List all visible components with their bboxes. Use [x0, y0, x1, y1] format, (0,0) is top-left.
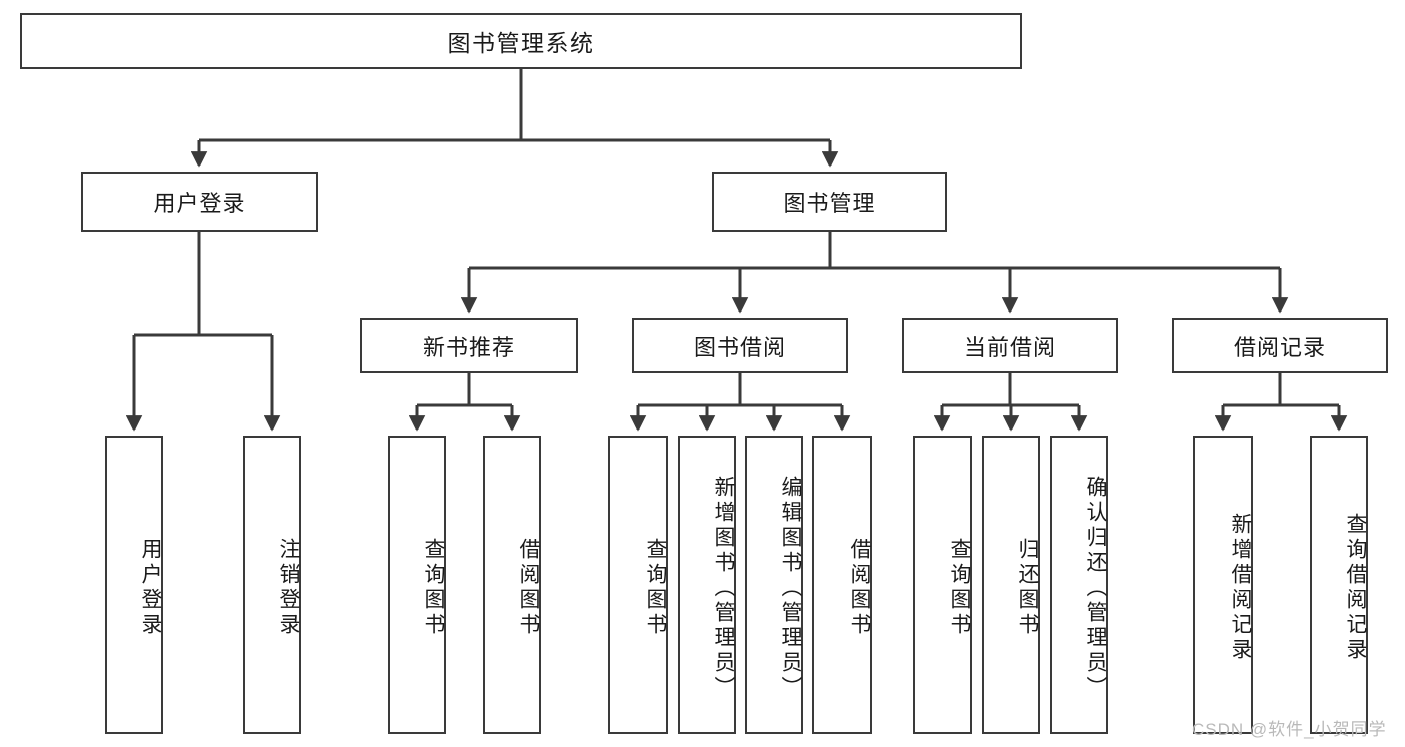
leaf-borrow-book-new[interactable]: 借阅图书: [483, 436, 541, 734]
leaf-query-borrow-record[interactable]: 查询借阅记录: [1310, 436, 1368, 734]
node-book-borrow[interactable]: 图书借阅: [632, 318, 848, 373]
leaf-user-logout[interactable]: 注销登录: [243, 436, 301, 734]
node-book-management[interactable]: 图书管理: [712, 172, 947, 232]
leaf-confirm-return-admin[interactable]: 确认归还（管理员）: [1050, 436, 1108, 734]
leaf-query-book-new[interactable]: 查询图书: [388, 436, 446, 734]
node-borrow-records[interactable]: 借阅记录: [1172, 318, 1388, 373]
leaf-query-book-current[interactable]: 查询图书: [913, 436, 972, 734]
node-user-login[interactable]: 用户登录: [81, 172, 318, 232]
leaf-add-book-admin[interactable]: 新增图书（管理员）: [678, 436, 736, 734]
leaf-edit-book-admin[interactable]: 编辑图书（管理员）: [745, 436, 803, 734]
leaf-return-book[interactable]: 归还图书: [982, 436, 1040, 734]
node-root[interactable]: 图书管理系统: [20, 13, 1022, 69]
leaf-user-login[interactable]: 用户登录: [105, 436, 163, 734]
leaf-query-book-borrow[interactable]: 查询图书: [608, 436, 668, 734]
leaf-add-borrow-record[interactable]: 新增借阅记录: [1193, 436, 1253, 734]
node-current-borrow[interactable]: 当前借阅: [902, 318, 1118, 373]
node-new-book-recommend[interactable]: 新书推荐: [360, 318, 578, 373]
leaf-lend-book[interactable]: 借阅图书: [812, 436, 872, 734]
